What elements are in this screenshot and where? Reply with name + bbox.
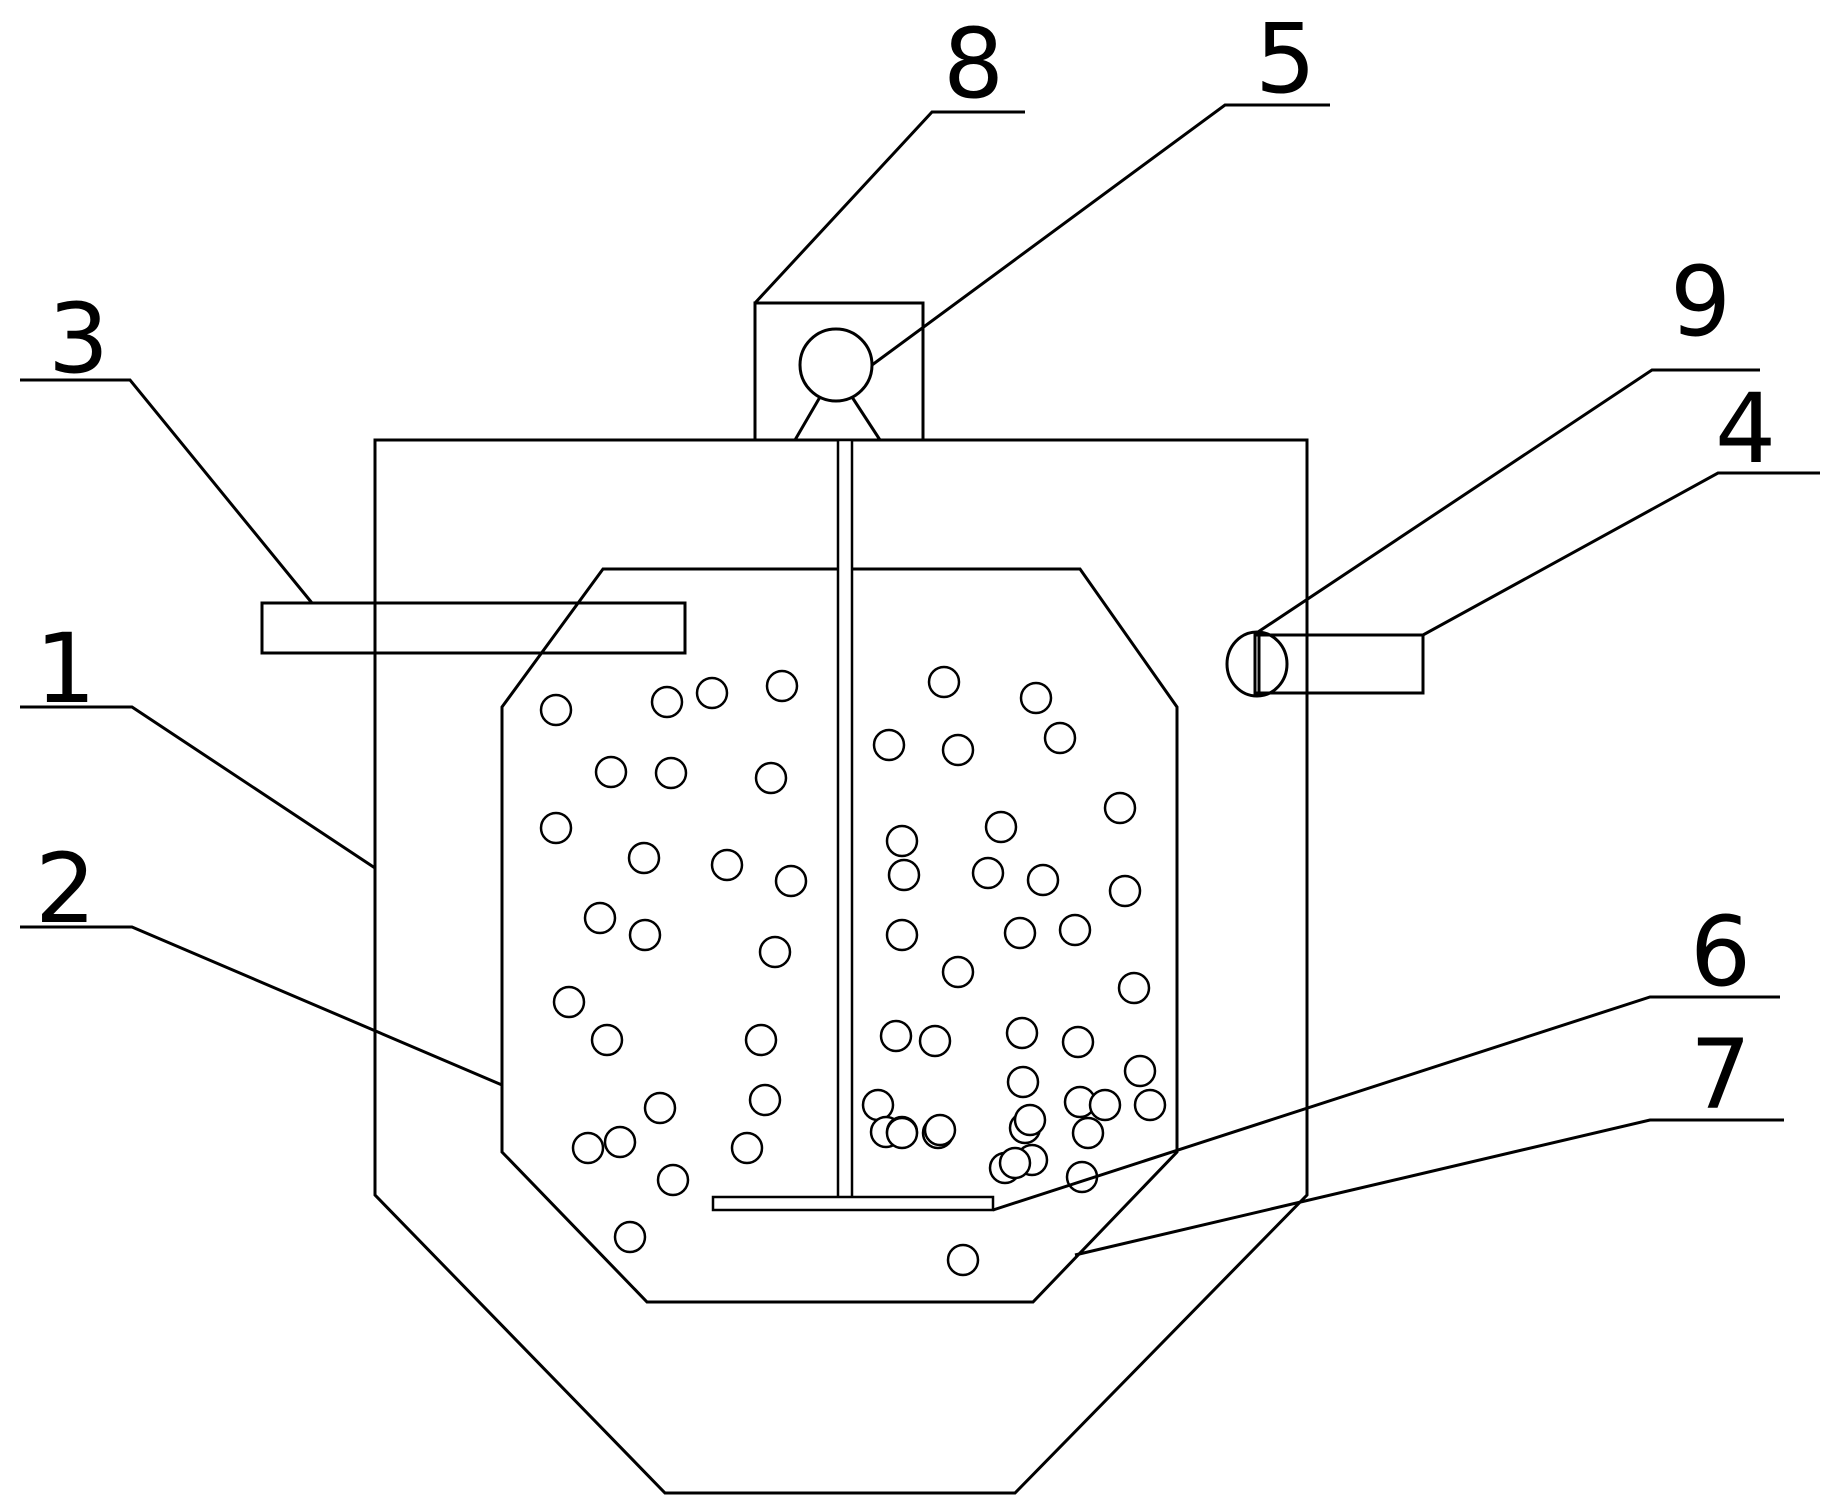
particle — [1026, 863, 1060, 897]
particle — [539, 693, 573, 727]
particle — [984, 810, 1018, 844]
particle — [879, 1019, 913, 1053]
particle — [1103, 791, 1137, 825]
particle — [1071, 1116, 1105, 1150]
motor-support-right — [850, 396, 882, 441]
particle — [748, 1083, 782, 1117]
particle — [710, 848, 744, 882]
callout-7: 7 — [1690, 1019, 1751, 1131]
particle — [885, 918, 919, 952]
particle — [923, 1113, 957, 1147]
particle — [1058, 913, 1092, 947]
callout-8: 8 — [943, 8, 1004, 120]
leader-line-1 — [20, 705, 376, 870]
valve-icon — [1225, 630, 1289, 698]
particle — [656, 1163, 690, 1197]
particle — [627, 841, 661, 875]
particle — [754, 761, 788, 795]
particle — [1108, 874, 1142, 908]
particle — [758, 935, 792, 969]
inlet-pipe — [260, 601, 687, 655]
callout-1: 1 — [35, 613, 96, 725]
particle — [730, 1131, 764, 1165]
particle — [594, 755, 628, 789]
callout-6: 6 — [1690, 896, 1751, 1008]
particle — [1061, 1025, 1095, 1059]
callout-5: 5 — [1255, 3, 1316, 115]
particle — [571, 1131, 605, 1165]
particle — [1088, 1088, 1122, 1122]
particle — [1123, 1054, 1157, 1088]
particle — [650, 685, 684, 719]
particle — [946, 1243, 980, 1277]
particle — [1003, 916, 1037, 950]
leader-lines — [20, 103, 1820, 1257]
particle — [695, 676, 729, 710]
particle — [861, 1088, 895, 1122]
particle — [971, 856, 1005, 890]
particle — [590, 1023, 624, 1057]
particle — [941, 733, 975, 767]
particle — [941, 955, 975, 989]
leader-line-4 — [1422, 471, 1820, 637]
particle — [1013, 1103, 1047, 1137]
particle — [613, 1220, 647, 1254]
particle — [744, 1023, 778, 1057]
particle — [643, 1091, 677, 1125]
inner-basket — [500, 567, 1179, 1304]
motor-icon — [798, 327, 874, 403]
particle — [885, 1116, 919, 1150]
particle — [654, 756, 688, 790]
callout-9: 9 — [1670, 246, 1731, 358]
leader-line-5 — [871, 103, 1330, 367]
particle — [603, 1125, 637, 1159]
particle — [1117, 971, 1151, 1005]
leader-line-8 — [753, 110, 1025, 305]
leader-line-6 — [992, 995, 1780, 1212]
particle — [1043, 721, 1077, 755]
particle — [765, 669, 799, 703]
particle — [887, 858, 921, 892]
particle — [1019, 681, 1053, 715]
callout-4: 4 — [1715, 373, 1776, 485]
outer-tank — [373, 438, 1309, 1495]
particle — [539, 811, 573, 845]
particle — [774, 864, 808, 898]
leader-line-3 — [20, 378, 314, 604]
particle-group — [539, 665, 1167, 1277]
stirring-blade — [711, 1195, 995, 1212]
particle — [583, 901, 617, 935]
drive-housing — [753, 301, 925, 442]
callout-3: 3 — [48, 283, 109, 395]
particle — [918, 1024, 952, 1058]
leader-line-9 — [1254, 368, 1760, 636]
callout-2: 2 — [35, 833, 96, 945]
particle — [998, 1146, 1032, 1180]
particle — [552, 985, 586, 1019]
particle — [1005, 1016, 1039, 1050]
particle — [1133, 1088, 1167, 1122]
particle — [1006, 1065, 1040, 1099]
particle — [628, 918, 662, 952]
callout-labels: 1 2 3 4 5 6 7 8 9 — [35, 3, 1776, 1131]
particle — [927, 665, 961, 699]
motor-support-left — [793, 396, 822, 441]
leader-line-7 — [1074, 1118, 1784, 1257]
particle — [885, 824, 919, 858]
outlet-pipe — [1253, 633, 1425, 695]
particle — [872, 728, 906, 762]
leader-line-2 — [20, 925, 503, 1087]
stirring-shaft — [836, 438, 854, 1202]
